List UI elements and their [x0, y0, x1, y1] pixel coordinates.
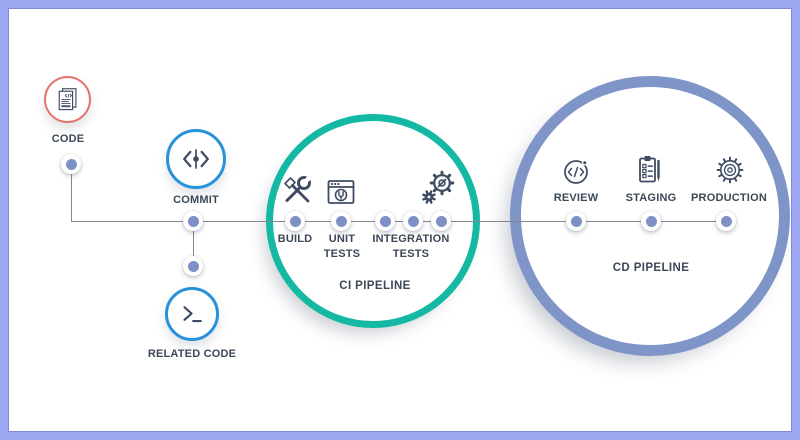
node-code-circle — [44, 76, 91, 123]
node-commit-circle — [166, 129, 226, 189]
timeline-dot-integration-2 — [403, 211, 423, 231]
unit-tests-window-icon — [323, 174, 359, 210]
related-code-branch-line — [193, 222, 194, 266]
integration-tests-label: INTEGRATION TESTS — [372, 233, 450, 260]
code-label: CODE — [51, 133, 85, 145]
unit-tests-label: UNIT TESTS — [323, 233, 361, 260]
build-tools-icon — [279, 172, 315, 208]
node-related-code-circle — [165, 287, 219, 341]
staging-clipboard-icon — [631, 152, 667, 188]
timeline-dot-production — [716, 211, 736, 231]
timeline-dot-related-code — [183, 256, 203, 276]
cicd-pipeline-diagram: CODE COMMIT RELATED CODE — [8, 8, 792, 432]
timeline-dot-integration-1 — [375, 211, 395, 231]
timeline-dot-commit — [183, 211, 203, 231]
timeline-dot-build — [285, 211, 305, 231]
related-code-label: RELATED CODE — [147, 348, 237, 360]
production-gear-icon — [712, 152, 748, 188]
terminal-icon — [177, 299, 207, 329]
timeline-dot-unit-tests — [331, 211, 351, 231]
timeline-dot-integration-3 — [431, 211, 451, 231]
code-branch-line — [71, 165, 72, 221]
timeline-dot-review — [566, 211, 586, 231]
cd-pipeline-label: CD PIPELINE — [612, 262, 690, 274]
commit-icon — [179, 142, 213, 176]
ci-pipeline-label: CI PIPELINE — [339, 280, 411, 292]
timeline-dot-staging — [641, 211, 661, 231]
main-timeline-line — [71, 221, 726, 222]
integration-gears-icon — [418, 168, 458, 208]
cd-pipeline-ring — [510, 76, 790, 356]
review-label: REVIEW — [553, 192, 599, 204]
staging-label: STAGING — [625, 192, 677, 204]
commit-label: COMMIT — [173, 194, 219, 206]
code-document-icon — [53, 85, 83, 115]
production-label: PRODUCTION — [691, 192, 767, 204]
code-review-icon — [558, 153, 594, 189]
timeline-dot-code — [61, 154, 81, 174]
build-label: BUILD — [277, 233, 313, 245]
